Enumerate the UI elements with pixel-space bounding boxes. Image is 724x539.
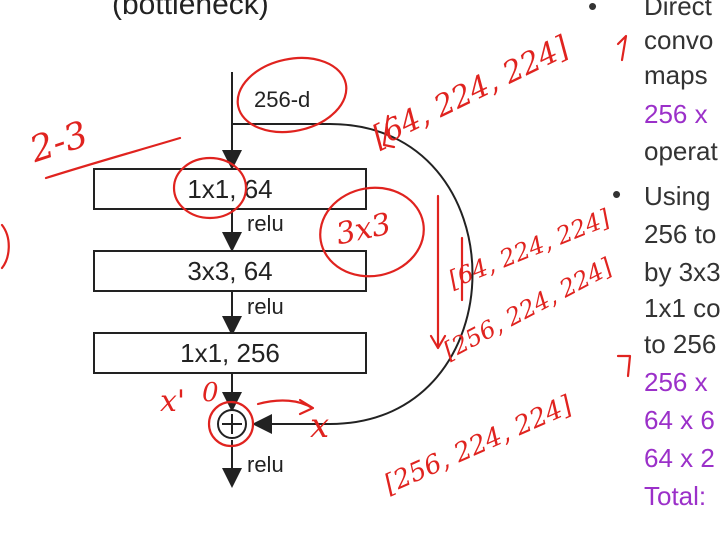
- conv-block-1x1-256: 1x1, 256: [93, 332, 367, 374]
- conv-block-1x1-64: 1x1, 64: [93, 168, 367, 210]
- text-line-8: by 3x3: [644, 257, 721, 287]
- circle-input-dim: [236, 56, 348, 134]
- text-line-4: 256 x: [644, 99, 708, 129]
- bullet-1: •: [588, 0, 598, 21]
- skip-connection: [232, 123, 474, 434]
- annotation-zero: 0: [202, 378, 219, 408]
- conv-block-3x3-64: 3x3, 64: [93, 250, 367, 292]
- input-dim-label: 256-d: [254, 87, 311, 112]
- annotation-arrow-x: [256, 398, 315, 416]
- text-line-14: Total:: [644, 481, 707, 511]
- text-line-7: 256 to: [644, 219, 717, 249]
- circle-1x1: [172, 156, 248, 220]
- text-line-12: 64 x 6: [644, 405, 715, 435]
- relu-label-2: relu: [247, 294, 284, 319]
- text-line-13: 64 x 2: [644, 443, 715, 473]
- text-line-11: 256 x: [644, 367, 708, 397]
- underline-layer-index: [44, 136, 182, 180]
- text-line-3: maps: [644, 60, 708, 90]
- text-line-1: Direct: [644, 0, 712, 21]
- circle-add: [207, 400, 255, 448]
- relu-label-3: relu: [247, 452, 284, 477]
- bullet-2: •: [612, 179, 622, 209]
- text-line-6: Using: [644, 181, 711, 211]
- annotation-x: x: [310, 406, 330, 446]
- text-line-10: to 256: [644, 329, 717, 359]
- diagram-title: (bottleneck): [112, 0, 269, 21]
- text-line-5: operat: [644, 136, 718, 166]
- text-line-9: 1x1 co: [644, 293, 721, 323]
- text-line-2: convo: [644, 25, 714, 55]
- annotation-arrow-1: [429, 194, 447, 350]
- circle-kernel: [319, 186, 425, 278]
- relu-label-1: relu: [247, 211, 284, 236]
- annotation-x-prime: x': [160, 384, 186, 419]
